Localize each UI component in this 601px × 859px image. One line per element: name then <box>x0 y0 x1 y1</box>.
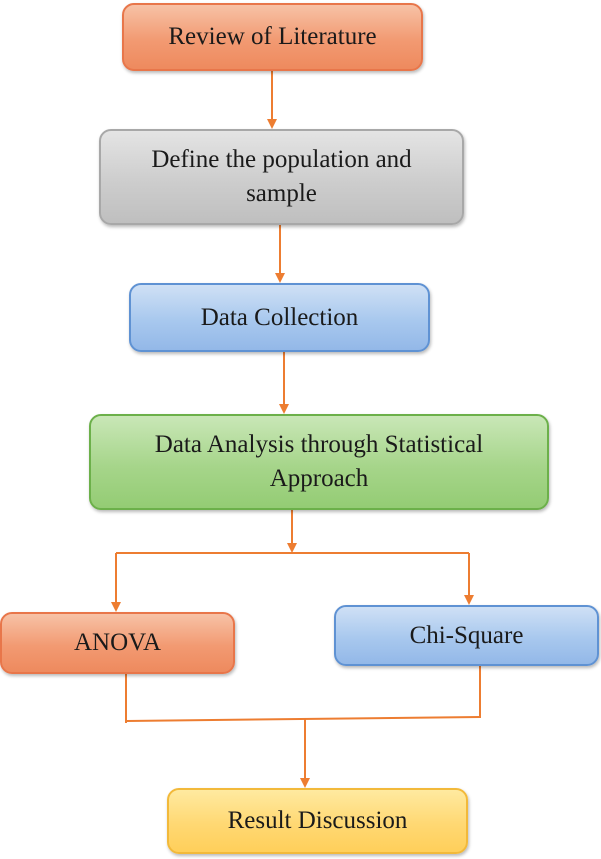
node-define-label: Define the population and sample <box>151 146 412 207</box>
node-chi: Chi-Square <box>334 605 599 666</box>
merge-line <box>125 716 481 722</box>
node-anova: ANOVA <box>0 612 235 674</box>
node-analysis: Data Analysis through Statistical Approa… <box>89 414 549 510</box>
node-result: Result Discussion <box>167 788 468 854</box>
node-review-label: Review of Literature <box>168 23 377 51</box>
node-review: Review of Literature <box>122 3 423 71</box>
node-anova-label: ANOVA <box>73 629 162 657</box>
node-analysis-label: Data Analysis through Statistical Approa… <box>154 431 484 492</box>
node-chi-label: Chi-Square <box>409 621 524 649</box>
node-collect-label: Data Collection <box>200 303 359 331</box>
node-define: Define the population and sample <box>99 129 464 225</box>
node-collect: Data Collection <box>129 283 430 352</box>
node-result-label: Result Discussion <box>227 807 408 835</box>
